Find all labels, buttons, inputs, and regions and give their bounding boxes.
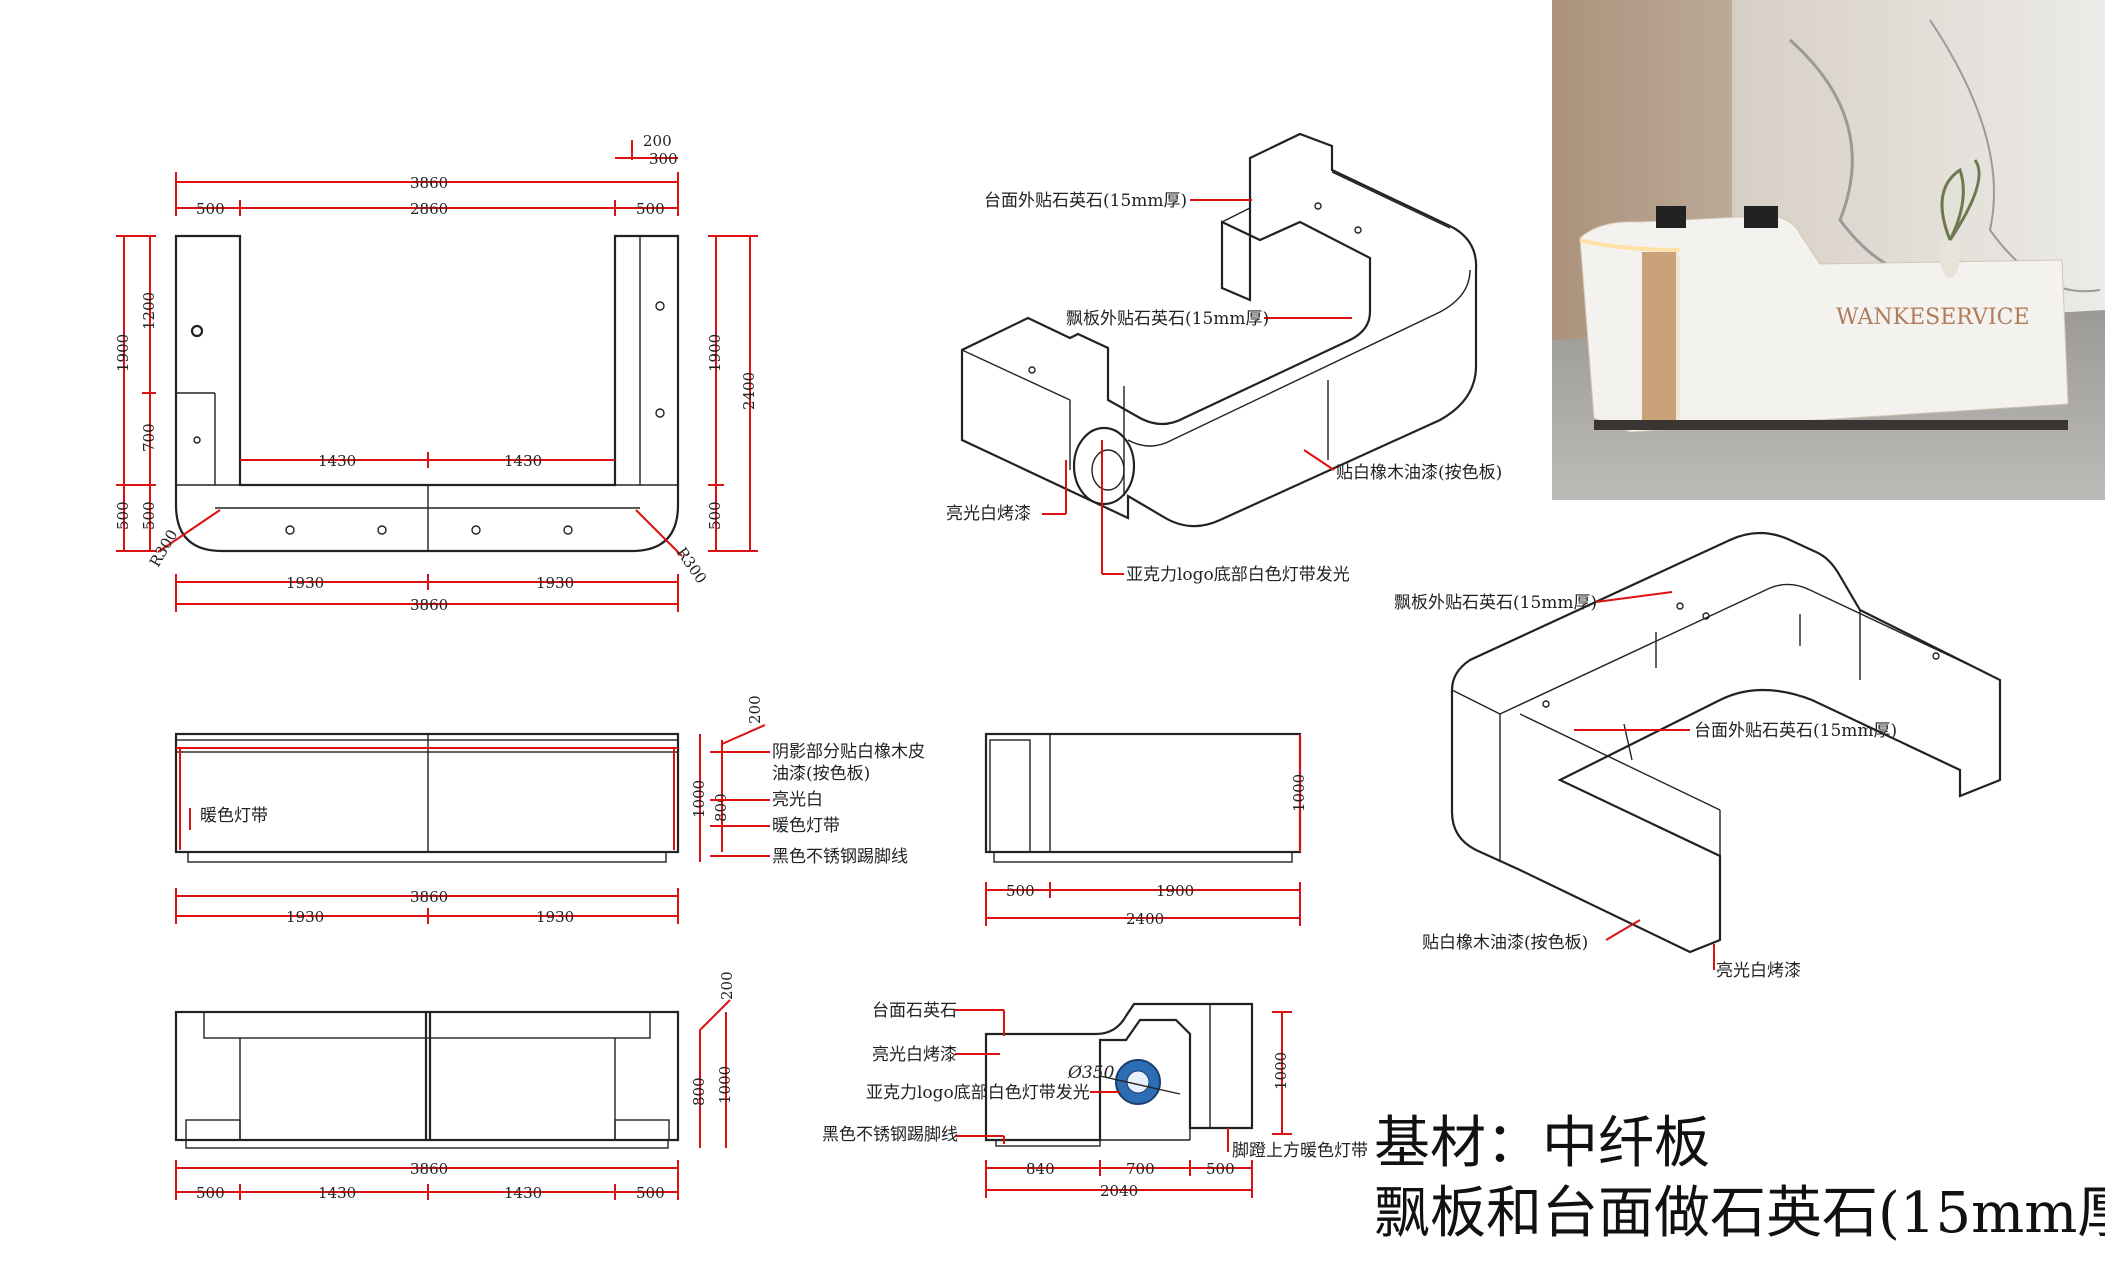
dim-left-1200: 1200 xyxy=(140,292,158,330)
dim-bottom-1930: 1930 xyxy=(286,574,324,592)
section-label-footrest: 脚蹬上方暖色灯带 xyxy=(1232,1141,1368,1161)
isometric-view-1: 台面外贴石英石(15mm厚) 飘板外贴石英石(15mm厚) 贴白橡木油漆(按色板… xyxy=(946,132,1502,585)
iso1-label-counter-stone: 台面外贴石英石(15mm厚) xyxy=(984,191,1187,211)
front-dim-1930: 1930 xyxy=(286,908,324,926)
iso2-label-ledge-stone: 飘板外贴石英石(15mm厚) xyxy=(1394,593,1597,613)
dim-right-2400: 2400 xyxy=(740,372,758,410)
isometric-view-2: 飘板外贴石英石(15mm厚) 台面外贴石英石(15mm厚) 贴白橡木油漆(按色板… xyxy=(1394,531,2002,981)
front-label-warm-light: 暖色灯带 xyxy=(200,806,268,826)
back-dim-1000: 1000 xyxy=(716,1066,734,1104)
front-label-light: 暖色灯带 xyxy=(772,816,840,836)
iso2-label-gloss: 亮光白烤漆 xyxy=(1716,961,1801,981)
side-dim-2400: 2400 xyxy=(1126,910,1164,928)
dim-top-3860: 3860 xyxy=(410,174,448,192)
iso1-label-oak-paint: 贴白橡木油漆(按色板) xyxy=(1336,463,1502,483)
front-dim-3860: 3860 xyxy=(410,888,448,906)
section-label-logo: 亚克力logo底部白色灯带发光 xyxy=(866,1083,1090,1103)
back-dim-200: 200 xyxy=(718,971,736,1000)
front-dim-1000: 1000 xyxy=(690,780,708,818)
dim-left-500: 500 xyxy=(114,501,132,530)
front-label-kickplate: 黑色不锈钢踢脚线 xyxy=(772,847,908,867)
section-dim-1000: 1000 xyxy=(1272,1052,1290,1090)
back-dim-500b: 500 xyxy=(636,1184,665,1202)
front-label-veneer: 阴影部分贴白橡木皮 xyxy=(772,742,925,762)
back-dim-3860: 3860 xyxy=(410,1160,448,1178)
dim-top-500-right: 500 xyxy=(636,200,665,218)
section-view: Ø350 台面石英石 亮光白烤漆 亚克力logo底部白色灯带发光 黑色不锈钢踢脚… xyxy=(822,1001,1368,1200)
plan-outline xyxy=(174,234,680,553)
front-label-paint: 油漆(按色板) xyxy=(772,764,870,784)
front-elevation: 1000 800 200 阴影部分贴白橡木皮 油漆(按色板) 亮光白 暖色灯带 … xyxy=(174,695,925,926)
section-dim-840: 840 xyxy=(1026,1160,1055,1178)
front-dim-1930b: 1930 xyxy=(536,908,574,926)
section-diameter: Ø350 xyxy=(1067,1063,1115,1083)
note-stone: 飘板和台面做石英石(15mm厚) xyxy=(1374,1181,2105,1246)
front-dim-800: 800 xyxy=(712,793,730,822)
back-elevation: 200 800 1000 3860 500 1430 1430 500 xyxy=(174,971,736,1202)
front-dim-200: 200 xyxy=(746,695,764,724)
dim-left-1900: 1900 xyxy=(114,334,132,372)
back-dim-1430: 1430 xyxy=(318,1184,356,1202)
reference-photo: WANKESERVICE xyxy=(1552,0,2105,500)
back-dim-800: 800 xyxy=(690,1077,708,1106)
iso1-label-ledge-stone: 飘板外贴石英石(15mm厚) xyxy=(1066,309,1269,329)
section-dim-500: 500 xyxy=(1206,1160,1235,1178)
section-label-stone: 台面石英石 xyxy=(872,1001,957,1021)
section-dim-2040: 2040 xyxy=(1100,1182,1138,1200)
side-dim-500: 500 xyxy=(1006,882,1035,900)
logo-disc-icon xyxy=(1072,426,1136,506)
side-dim-1000: 1000 xyxy=(1290,774,1308,812)
dim-inner-1430b: 1430 xyxy=(504,452,542,470)
iso2-label-oak-paint: 贴白橡木油漆(按色板) xyxy=(1422,933,1588,953)
front-label-gloss: 亮光白 xyxy=(772,790,823,810)
dim-bottom-1930b: 1930 xyxy=(536,574,574,592)
dim-top-200: 200 xyxy=(643,132,672,150)
dim-left-700: 700 xyxy=(140,423,158,452)
back-dim-1430b: 1430 xyxy=(504,1184,542,1202)
dim-right-500: 500 xyxy=(706,501,724,530)
radius-left: R300 xyxy=(146,526,182,570)
plan-view: 3860 500 2860 500 200 300 1900 1200 700 … xyxy=(114,132,758,614)
section-dim-700: 700 xyxy=(1126,1160,1155,1178)
dim-top-2860: 2860 xyxy=(410,200,448,218)
section-label-kickplate: 黑色不锈钢踢脚线 xyxy=(822,1125,958,1145)
dim-top-300: 300 xyxy=(649,150,678,168)
side-elevation: 1000 500 1900 2400 xyxy=(984,732,1308,928)
note-substrate: 基材：中纤板 xyxy=(1374,1111,1710,1176)
dim-inner-1430: 1430 xyxy=(318,452,356,470)
dim-bottom-3860: 3860 xyxy=(410,596,448,614)
iso1-label-gloss: 亮光白烤漆 xyxy=(946,504,1031,524)
side-dim-1900: 1900 xyxy=(1156,882,1194,900)
dim-top-500: 500 xyxy=(196,200,225,218)
back-dim-500: 500 xyxy=(196,1184,225,1202)
dim-right-1900: 1900 xyxy=(706,334,724,372)
section-label-gloss: 亮光白烤漆 xyxy=(872,1045,957,1065)
photo-brand-text: WANKESERVICE xyxy=(1836,305,2030,330)
iso2-label-counter-stone: 台面外贴石英石(15mm厚) xyxy=(1694,721,1897,741)
dim-left-500b: 500 xyxy=(140,501,158,530)
iso1-label-logo: 亚克力logo底部白色灯带发光 xyxy=(1126,565,1350,585)
